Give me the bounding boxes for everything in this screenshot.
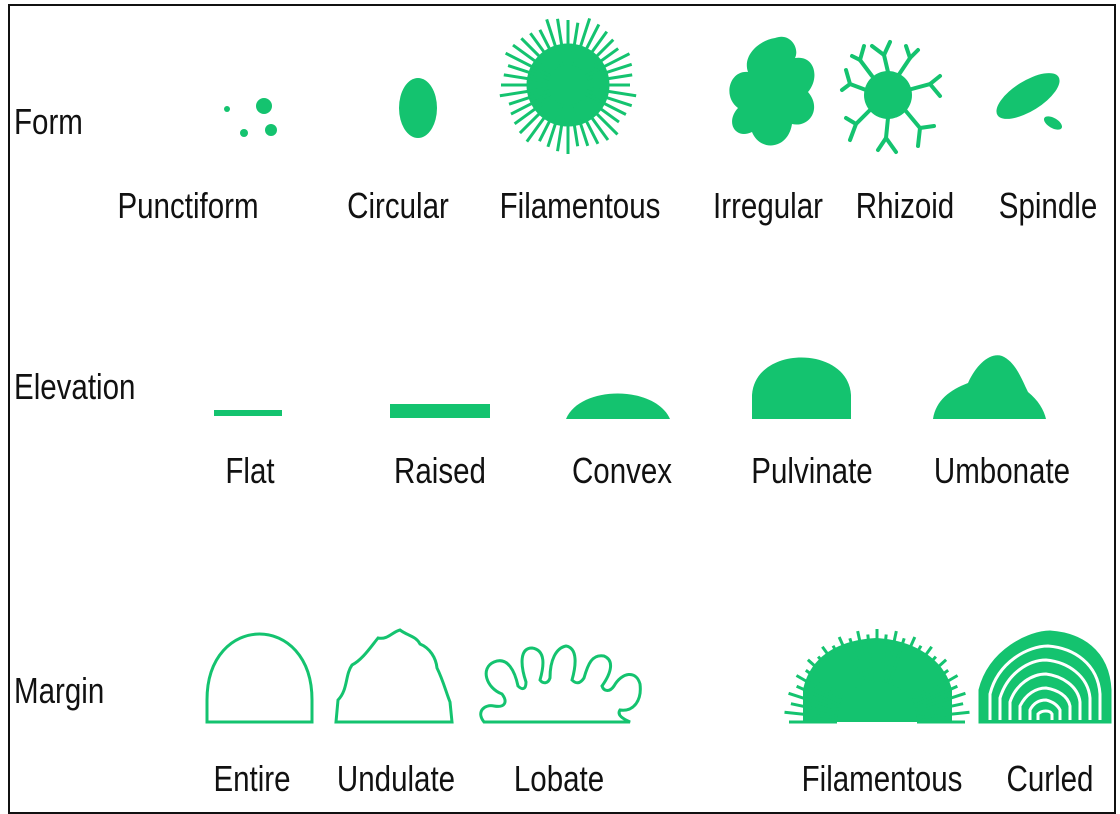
- margin-label-undulate: Undulate: [337, 758, 455, 800]
- curled-shape: [980, 632, 1110, 722]
- raised-shape: [390, 404, 490, 418]
- elevation-label-raised: Raised: [394, 450, 486, 492]
- filamentous-form-shape: [500, 18, 636, 154]
- elevation-label-umbonate: Umbonate: [934, 450, 1070, 492]
- umbonate-shape: [933, 355, 1046, 419]
- circular-shape: [399, 78, 437, 138]
- lobate-shape: [481, 646, 641, 722]
- form-label-spindle: Spindle: [999, 185, 1097, 227]
- row-label-form: Form: [14, 101, 83, 143]
- margin-label-entire: Entire: [213, 758, 290, 800]
- irregular-shape: [729, 37, 814, 146]
- margin-label-filamentous: Filamentous: [802, 758, 963, 800]
- filamentous-margin-shape: [785, 629, 970, 722]
- form-label-rhizoid: Rhizoid: [856, 185, 954, 227]
- punctiform-shape: [224, 98, 277, 137]
- form-label-irregular: Irregular: [713, 185, 823, 227]
- form-label-filamentous: Filamentous: [500, 185, 661, 227]
- rhizoid-shape: [842, 42, 940, 152]
- convex-shape: [566, 394, 670, 420]
- elevation-label-convex: Convex: [572, 450, 672, 492]
- flat-shape: [214, 410, 282, 416]
- margin-label-lobate: Lobate: [514, 758, 604, 800]
- elevation-label-pulvinate: Pulvinate: [751, 450, 872, 492]
- pulvinate-shape: [752, 358, 851, 420]
- row-label-margin: Margin: [14, 670, 104, 712]
- spindle-shape: [990, 64, 1067, 132]
- entire-shape: [207, 634, 312, 722]
- undulate-shape: [336, 630, 452, 722]
- form-label-circular: Circular: [347, 185, 449, 227]
- elevation-label-flat: Flat: [225, 450, 274, 492]
- form-label-punctiform: Punctiform: [117, 185, 258, 227]
- margin-label-curled: Curled: [1007, 758, 1094, 800]
- row-label-elevation: Elevation: [14, 366, 135, 408]
